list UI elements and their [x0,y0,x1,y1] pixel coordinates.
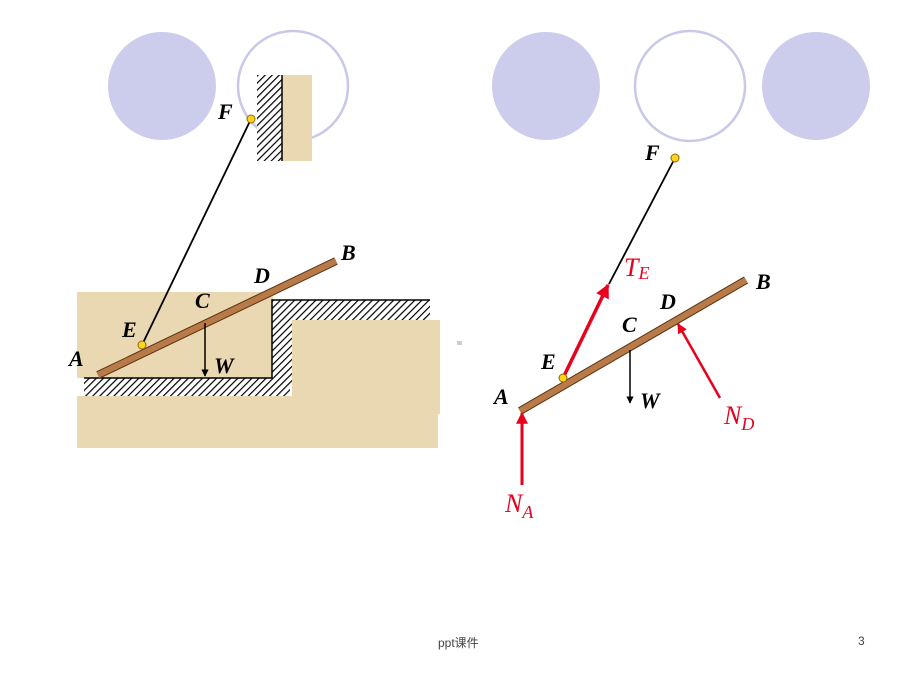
label-d-fbd: D [659,289,676,314]
right-diagram: F B D C E A W TE ND NA [492,140,771,522]
label-w-fbd: W [640,388,661,413]
step-hatch-top [272,300,430,320]
label-c: C [195,288,210,313]
point-e [137,340,147,350]
wall-block [282,75,312,161]
dot-marker [457,341,462,345]
label-w: W [214,353,235,378]
left-diagram: F B D C E A W [67,75,440,448]
label-na: NA [504,489,534,522]
bar-ab-fbd-fill [518,277,748,414]
wall-hatch [257,75,282,161]
point-f [246,114,256,124]
label-d: D [253,263,270,288]
floor-hatch [84,378,290,396]
label-f: F [217,99,233,124]
force-te-arrow [561,283,610,379]
force-nd-arrow [676,323,722,399]
bar-ab-fill [96,258,338,378]
page-number: 3 [858,634,865,648]
circle-4 [633,29,747,143]
decorative-circles [108,29,870,143]
point-e-fbd [558,373,568,383]
label-nd: ND [723,401,754,434]
label-te: TE [624,253,649,283]
ground-lower [77,396,438,448]
label-b-fbd: B [755,269,771,294]
label-f-fbd: F [644,140,660,165]
point-f-fbd [670,153,680,163]
footer-text: ppt课件 [438,636,479,650]
label-a-fbd: A [492,384,509,409]
label-e-fbd: E [540,349,556,374]
step-hatch-vertical [272,300,292,384]
label-a: A [67,346,84,371]
label-b: B [340,240,356,265]
cable-ef [141,118,252,346]
circle-5 [762,32,870,140]
label-e: E [121,317,137,342]
circle-3 [492,32,600,140]
cable-line [608,157,676,285]
circle-1 [108,32,216,140]
surface-edge [84,299,430,379]
label-c-fbd: C [622,312,637,337]
